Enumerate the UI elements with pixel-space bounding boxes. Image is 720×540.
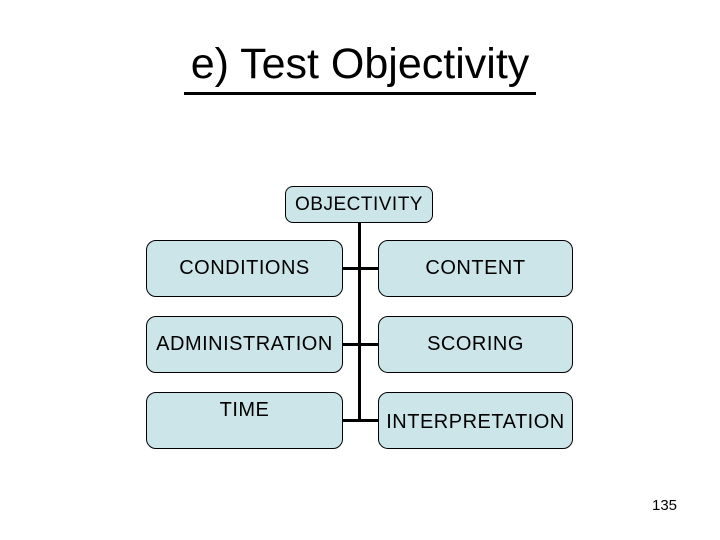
diagram-box-conditions-label: CONDITIONS (179, 257, 310, 279)
diagram-box-scoring: SCORING (378, 316, 573, 373)
diagram-box-objectivity-label: OBJECTIVITY (295, 193, 423, 215)
connector-row1-line (341, 267, 380, 270)
diagram-box-administration-label: ADMINISTRATION (156, 333, 333, 355)
diagram-box-scoring-label: SCORING (427, 333, 524, 355)
diagram-box-content: CONTENT (378, 240, 573, 297)
diagram-box-time-label: TIME (219, 399, 270, 421)
slide-title-text: e) Test Objectivity (183, 40, 537, 96)
diagram-box-interpretation-label: INTERPRETATION (386, 411, 565, 433)
diagram-box-objectivity: OBJECTIVITY (285, 186, 433, 223)
diagram-box-administration: ADMINISTRATION (146, 316, 343, 373)
connector-row2-line (341, 343, 380, 346)
slide-title: e) Test Objectivity (0, 40, 720, 96)
page-number: 135 (652, 497, 678, 514)
diagram-box-time: TIME (146, 392, 343, 449)
connector-trunk-line (358, 222, 361, 422)
diagram-box-conditions: CONDITIONS (146, 240, 343, 297)
diagram-box-interpretation: INTERPRETATION (378, 392, 573, 449)
diagram-box-content-label: CONTENT (425, 257, 526, 279)
connector-row3-line (341, 419, 380, 422)
